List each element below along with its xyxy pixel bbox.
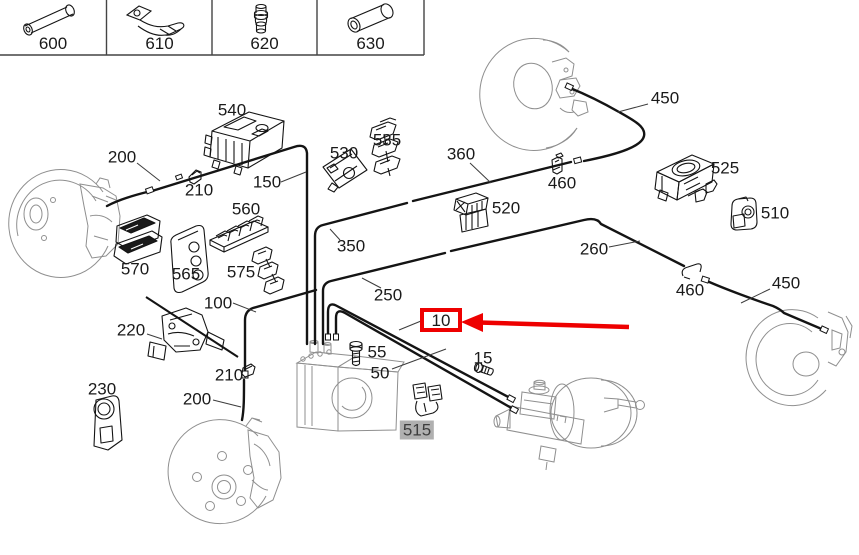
callout-530[interactable]: 530 <box>329 143 359 163</box>
context-line-art <box>8 37 853 525</box>
callout-560[interactable]: 560 <box>231 199 261 219</box>
front-left-brake-art <box>8 169 121 278</box>
callout-460-rear-left[interactable]: 460 <box>547 173 577 193</box>
callout-350[interactable]: 350 <box>336 236 366 256</box>
booster-master-cylinder-art <box>493 377 645 471</box>
clip-460-rear-left <box>551 152 564 175</box>
pipe-150 <box>105 144 309 346</box>
callout-360[interactable]: 360 <box>446 144 476 164</box>
abs-unit-art <box>295 340 405 432</box>
callout-250[interactable]: 250 <box>373 285 403 305</box>
pipe-350-360 <box>313 160 573 346</box>
callout-150[interactable]: 150 <box>252 172 282 192</box>
callout-230[interactable]: 230 <box>87 379 117 399</box>
callout-100[interactable]: 100 <box>203 293 233 313</box>
rear-left-brake-art <box>479 37 589 151</box>
callout-540[interactable]: 540 <box>217 100 247 120</box>
highlight-box: 10 <box>420 308 462 332</box>
pipe-50 <box>334 310 517 412</box>
callout-460-rear-right[interactable]: 460 <box>675 280 705 300</box>
part-515-clip <box>412 382 443 417</box>
callout-15[interactable]: 15 <box>473 348 493 368</box>
part-520-connector <box>453 192 489 233</box>
part-525-bracket <box>654 154 718 203</box>
callout-260[interactable]: 260 <box>579 239 609 259</box>
legend-label-600: 600 <box>38 34 68 53</box>
bleeder-valve-icon <box>253 3 269 34</box>
pipe-10 <box>326 303 514 401</box>
part-220-bracket <box>145 296 239 361</box>
callout-10-highlighted[interactable]: 10 <box>431 310 451 330</box>
callout-510[interactable]: 510 <box>760 203 790 223</box>
pipe-250-260 <box>321 217 686 346</box>
part-230-bracket <box>93 395 123 451</box>
pipe-100 <box>243 288 318 372</box>
hose-450-rear-right <box>705 279 826 332</box>
part-510-holder <box>730 196 758 231</box>
callout-210-lower[interactable]: 210 <box>214 365 244 385</box>
callout-535[interactable]: 535 <box>372 130 402 150</box>
callout-200-front[interactable]: 200 <box>107 147 137 167</box>
legend-label-630: 630 <box>356 34 385 53</box>
part-565-block <box>170 224 209 294</box>
callout-55[interactable]: 55 <box>367 342 387 362</box>
tube-icon <box>23 4 75 36</box>
pipe-fittings <box>144 82 830 415</box>
legend-label-610: 610 <box>145 34 174 53</box>
rear-right-brake-art <box>745 309 853 407</box>
hose-450-rear-left <box>568 86 646 163</box>
callout-520[interactable]: 520 <box>491 198 521 218</box>
legend-grid <box>0 0 425 56</box>
clamp-icon <box>125 5 185 36</box>
sleeve-icon <box>347 3 394 33</box>
callout-565[interactable]: 565 <box>171 264 201 284</box>
callout-220[interactable]: 220 <box>116 320 146 340</box>
leader-lines <box>136 103 771 408</box>
legend-cell-600[interactable]: 600 <box>0 0 106 55</box>
part-575-clips <box>251 246 285 295</box>
callout-570[interactable]: 570 <box>120 259 150 279</box>
hose-200-lower <box>240 378 246 422</box>
part-540-bracket <box>203 111 285 176</box>
part-570-clips <box>113 214 163 265</box>
part-530-clip <box>322 148 368 193</box>
legend-cell-620[interactable]: 620 <box>212 0 317 55</box>
legend-cell-630[interactable]: 630 <box>317 0 424 55</box>
callout-515-selected[interactable]: 515 <box>399 420 435 440</box>
legend-label-620: 620 <box>250 34 279 53</box>
highlight-arrow <box>461 313 630 332</box>
callout-575[interactable]: 575 <box>226 262 256 282</box>
part-55-bolt <box>349 340 363 367</box>
callout-200-lower[interactable]: 200 <box>182 389 212 409</box>
clip-460-rear-right <box>681 263 702 280</box>
clip-210-front <box>188 169 202 185</box>
part-560-clip-rail <box>209 215 269 253</box>
brake-pipes <box>105 86 826 422</box>
callout-50[interactable]: 50 <box>370 363 390 383</box>
front-right-brake-art <box>167 417 282 525</box>
part-15-bolt <box>473 362 494 376</box>
part-535-clip-stack <box>369 117 401 177</box>
callout-450-rear-right[interactable]: 450 <box>771 273 801 293</box>
callout-525[interactable]: 525 <box>710 158 740 178</box>
callout-450-rear-left[interactable]: 450 <box>650 88 680 108</box>
clip-210-lower <box>241 363 256 378</box>
small-parts <box>93 111 758 451</box>
callout-210-front[interactable]: 210 <box>184 180 214 200</box>
legend-cell-610[interactable]: 610 <box>107 0 212 55</box>
legend-icons <box>23 3 394 36</box>
